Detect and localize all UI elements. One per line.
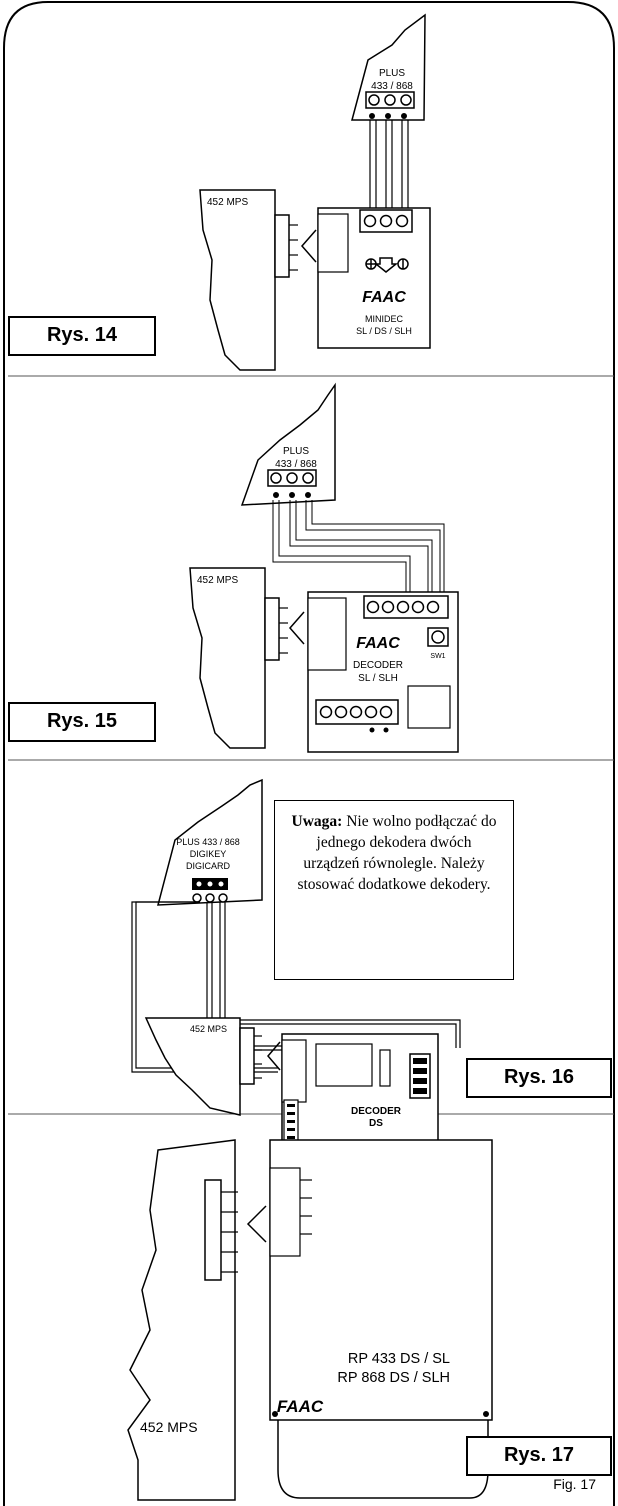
label-rys-15: Rys. 15 — [8, 702, 156, 742]
device-line2: DIGIKEY — [190, 849, 227, 859]
note-bold: Uwaga: — [291, 813, 343, 830]
receiver-label-17: 452 MPS — [140, 1419, 198, 1435]
module-sub-16: DS — [369, 1118, 383, 1129]
receiver-452-15 — [189, 567, 266, 749]
rp-module-handle — [277, 1420, 489, 1499]
plus-name-14: PLUS — [379, 68, 405, 79]
fig-17-cut-label: Fig. 17 — [553, 1476, 596, 1492]
switch-label-15: SW1 — [430, 653, 445, 660]
note-text: Nie wolno podłączać do jednego dekodera … — [297, 813, 497, 893]
module-name-14: MINIDEC — [365, 314, 404, 324]
module-sub-14: SL / DS / SLH — [356, 326, 412, 336]
digikey-device — [157, 778, 263, 906]
plus-freq-14: 433 / 868 — [371, 81, 413, 92]
brand-15: FAAC — [356, 635, 400, 652]
receiver-label-16: 452 MPS — [190, 1024, 227, 1034]
model-1: RP 433 DS / SL — [348, 1351, 450, 1367]
plus-name-15: PLUS — [283, 446, 309, 457]
label-rys-14: Rys. 14 — [8, 316, 156, 356]
module-name-16: DECODER — [351, 1106, 402, 1117]
model-2: RP 868 DS / SLH — [337, 1370, 450, 1386]
label-rys-16: Rys. 16 — [466, 1058, 612, 1098]
receiver-label-14: 452 MPS — [207, 197, 248, 208]
terminal-screws-14 — [368, 94, 412, 106]
module-sub-15: SL / SLH — [358, 673, 398, 684]
label-rys-17: Rys. 17 — [466, 1436, 612, 1476]
brand-14: FAAC — [362, 289, 406, 306]
brand-17: FAAC — [277, 1397, 324, 1416]
figure-15: PLUS 433 / 868 452 MPS SW1 FAAC DECODER … — [189, 382, 459, 753]
rp-module — [269, 1139, 493, 1421]
plus-device-15 — [240, 382, 336, 506]
wires-15 — [272, 500, 445, 595]
figure-14: PLUS 433 / 868 452 MPS FAAC MINIDEC — [199, 13, 431, 371]
plus-freq-15: 433 / 868 — [275, 459, 317, 470]
device-line3: DIGICARD — [186, 861, 231, 871]
wires-14 — [369, 120, 409, 208]
receiver-452-14 — [199, 189, 276, 371]
figure-17: 452 MPS RP 433 DS / SL RP 868 DS / SLH F… — [127, 1139, 493, 1501]
receiver-label-15: 452 MPS — [197, 575, 238, 586]
device-line1: PLUS 433 / 868 — [176, 837, 240, 847]
warning-note: Uwaga: Nie wolno podłączać do jednego de… — [274, 800, 514, 980]
module-name-15: DECODER — [353, 660, 403, 671]
outer-frame — [3, 1, 615, 1506]
